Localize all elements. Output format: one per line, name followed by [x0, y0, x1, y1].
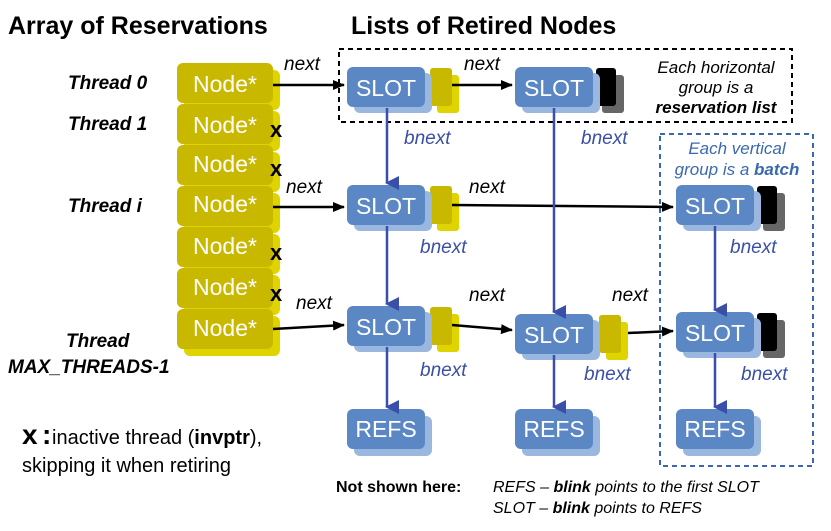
node-cell: Node* [177, 104, 280, 151]
node-cell: Node* [177, 186, 280, 233]
next-arrows [272, 80, 674, 337]
slot-label: SLOT [685, 320, 745, 346]
footnote-line1-pre: REFS – [493, 479, 553, 496]
slot-label: SLOT [356, 314, 416, 340]
node-cell-label: Node* [193, 191, 257, 217]
note-vertical-line2-pre: group is a [675, 160, 754, 179]
next-arrow [627, 326, 674, 337]
reservation-array: Node* Node* Node* Node* Node* Node* [177, 63, 280, 356]
slot-box: SLOT [515, 67, 624, 113]
slot-box: SLOT [515, 314, 628, 360]
footnote-line2: SLOT – blink points to REFS [493, 500, 702, 517]
slot-box: SLOT [347, 306, 459, 352]
next-label: next [469, 285, 506, 306]
next-label: next [286, 177, 323, 198]
next-arrow [451, 323, 513, 335]
batch-group-box [659, 133, 814, 467]
node-cell-label: Node* [193, 112, 257, 138]
node-cell-label: Node* [193, 233, 257, 259]
node-cell-label: Node* [193, 274, 257, 300]
slot-label: SLOT [524, 75, 584, 101]
slot-box: SLOT [347, 67, 459, 113]
footnote-line2-post: points to REFS [590, 500, 702, 517]
legend-line1-pre: inactive thread ( [52, 427, 195, 449]
legend-colon: : [42, 419, 51, 450]
inactive-marker: x [270, 281, 283, 306]
legend-line1: inactive thread (invptr), [52, 427, 262, 449]
slot-box: SLOT [676, 185, 785, 231]
slot-label: SLOT [356, 193, 416, 219]
node-cell: Node* [177, 309, 280, 356]
refs-box: REFS [347, 409, 432, 456]
thread-max-label-line2: MAX_THREADS-1 [8, 357, 170, 378]
bnext-label: bnext [741, 364, 788, 385]
legend-line1-post: ), [250, 427, 262, 449]
node-cell: Node* [177, 63, 280, 110]
next-label: next [284, 54, 321, 75]
next-arrow [451, 201, 674, 212]
next-label: next [469, 177, 506, 198]
footnote-line1-bold: blink [553, 479, 591, 496]
legend-line2: skipping it when retiring [22, 455, 231, 477]
note-vertical-line2-bold: batch [754, 160, 799, 179]
footnote-line1-post: points to the first SLOT [591, 479, 760, 496]
note-horizontal-line1: Each horizontal [657, 58, 775, 77]
legend-line1-bold: invptr [194, 427, 250, 449]
slot-label: SLOT [685, 193, 745, 219]
footnote-line1: REFS – blink points to the first SLOT [493, 479, 760, 496]
bnext-label: bnext [581, 128, 628, 149]
thread-1-label: Thread 1 [68, 114, 147, 135]
next-label: next [464, 54, 501, 75]
inactive-marker: x [270, 156, 283, 181]
next-label: next [612, 285, 649, 306]
inactive-marker: x [270, 240, 283, 265]
refs-box: REFS [515, 409, 600, 456]
node-cell: Node* [177, 268, 280, 315]
note-vertical-line1: Each vertical [688, 139, 787, 158]
slot-box: SLOT [347, 185, 459, 231]
footnote-line2-pre: SLOT – [493, 500, 553, 517]
bnext-arrows [385, 108, 727, 414]
node-cell-label: Node* [193, 71, 257, 97]
footnote-label: Not shown here: [336, 479, 461, 496]
inactive-marker: x [270, 117, 283, 142]
node-cell-label: Node* [193, 151, 257, 177]
note-horizontal-line2: group is a [679, 78, 754, 97]
bnext-label: bnext [404, 128, 451, 149]
reservation-list-group-box [338, 48, 793, 123]
thread-max-label-line1: Thread [66, 331, 130, 352]
thread-i-label: Thread i [68, 196, 143, 217]
refs-label: REFS [355, 416, 416, 442]
legend-x-symbol: x [22, 419, 38, 450]
bnext-label: bnext [584, 364, 631, 385]
slot-box: SLOT [676, 312, 785, 358]
heading-array-of-reservations: Array of Reservations [8, 12, 268, 40]
next-label: next [296, 293, 333, 314]
refs-label: REFS [684, 416, 745, 442]
note-horizontal-line3: reservation list [656, 98, 778, 117]
next-arrow [272, 320, 345, 331]
footnote-line2-bold: blink [553, 500, 591, 517]
slot-label: SLOT [524, 322, 584, 348]
note-vertical-line2: group is a batch [675, 160, 800, 179]
refs-box: REFS [676, 409, 761, 456]
node-cell-label: Node* [193, 315, 257, 341]
node-cell: Node* [177, 145, 280, 192]
bnext-label: bnext [420, 360, 467, 381]
bnext-label: bnext [420, 237, 467, 258]
refs-label: REFS [523, 416, 584, 442]
thread-0-label: Thread 0 [68, 73, 148, 94]
slot-label: SLOT [356, 75, 416, 101]
heading-lists-of-retired-nodes: Lists of Retired Nodes [351, 12, 616, 40]
bnext-label: bnext [730, 237, 777, 258]
node-cell: Node* [177, 227, 280, 274]
